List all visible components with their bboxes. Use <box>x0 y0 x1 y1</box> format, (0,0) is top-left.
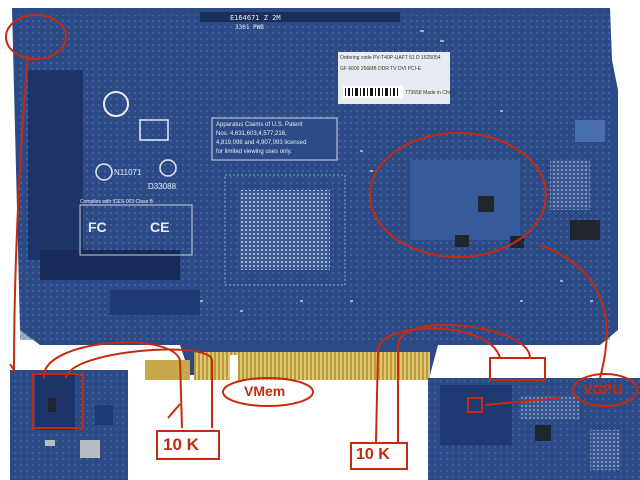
top-code-text: E164671 Z 2M <box>230 14 281 22</box>
patent-line-3: 4,819,098 and 4,907,093 licensed <box>216 140 307 146</box>
top-code-text-2: 3301 PWB <box>235 24 264 31</box>
vmem-label: VMem <box>244 383 286 399</box>
compliance-text: Complies with ICES-003 Class B <box>80 199 153 205</box>
annotation-trace-right <box>375 327 501 443</box>
annotation-oval-vgpu <box>572 373 638 407</box>
annotation-box-10k-right <box>350 442 408 470</box>
annotation-line-vrm <box>539 244 608 379</box>
annotation-circle-vrm <box>369 132 547 258</box>
sticker-line-2: GF 6600 256MB DDR TV DVI PCI-E <box>340 66 422 72</box>
annotation-oval-vmem <box>222 377 314 407</box>
annotation-box-right-inset <box>489 357 546 381</box>
patent-line-2: Nos. 4,631,603,4,577,216, <box>216 131 287 137</box>
patent-line-1: Apparatus Claims of U.S. Patent <box>216 122 303 128</box>
d-code-text: D33088 <box>148 182 177 191</box>
patent-line-4: for limited viewing uses only. <box>216 149 292 155</box>
fc-logo: FC <box>88 219 107 235</box>
annotation-circle-top-left <box>5 14 67 60</box>
sticker-line-1: Ordering code PV-T40P-UAFT 51 D 1625054 <box>340 55 441 61</box>
patent-box <box>211 117 338 161</box>
vgpu-label: VGPU <box>583 381 623 397</box>
annotation-line-left <box>13 55 29 371</box>
pcb-texture <box>20 15 610 340</box>
annotation-trace-left <box>42 341 183 429</box>
resistor-label-left: 10 K <box>163 435 199 454</box>
n-code-text: N11071 <box>114 168 142 177</box>
resistor-label-right: 10 K <box>356 446 390 463</box>
annotation-box-10k-left <box>156 430 220 460</box>
annotation-box-left-inset <box>32 373 84 429</box>
sticker-line-3: 773658 Made in China <box>405 90 456 96</box>
ce-logo: CE <box>150 219 169 235</box>
pcie-gold-fingers <box>194 352 430 380</box>
gpu-footprint <box>240 190 330 270</box>
